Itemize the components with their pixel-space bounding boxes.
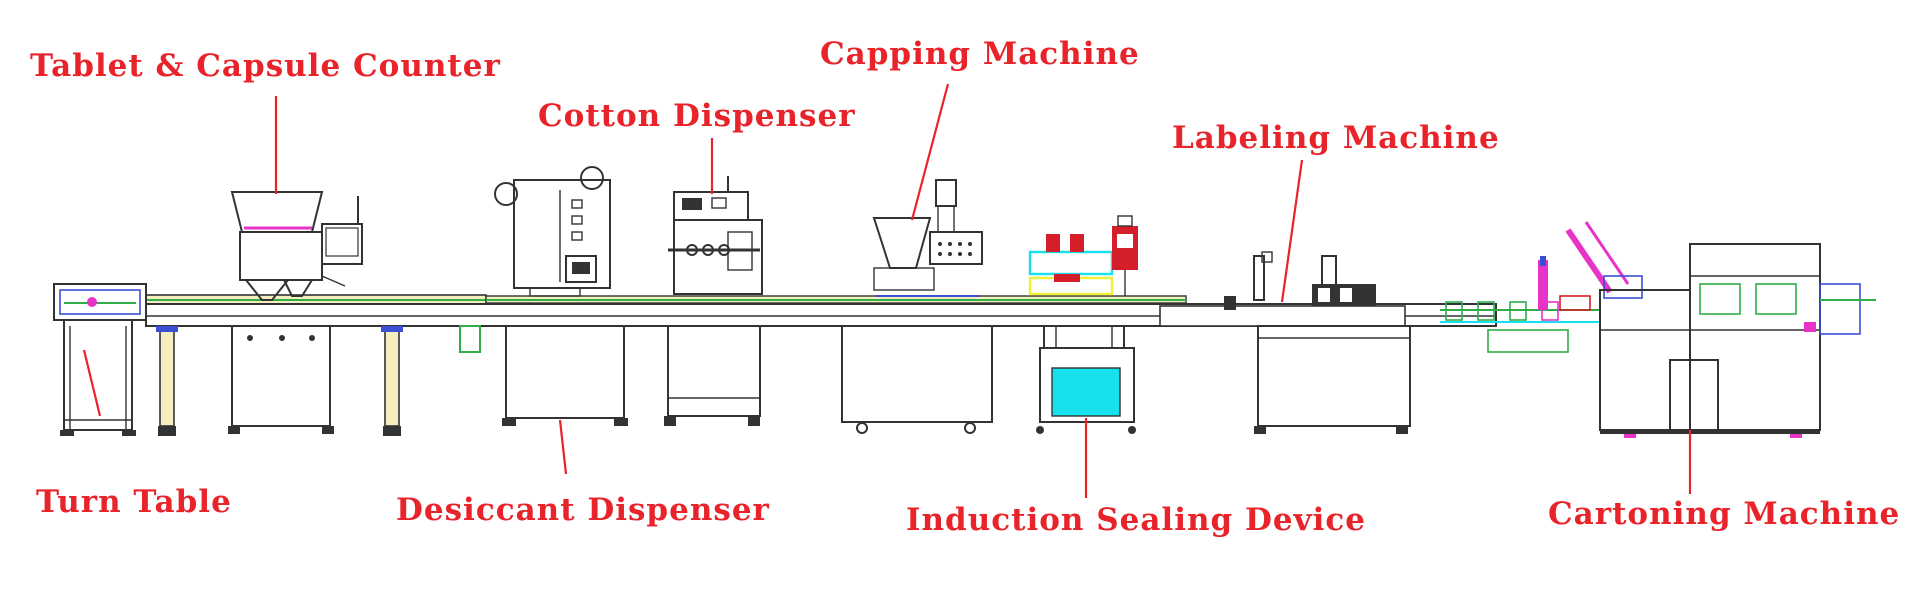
desiccant-dispenser-machine — [494, 166, 628, 426]
label-tablet-counter: Tablet & Capsule Counter — [30, 48, 501, 84]
cartoning-machine — [1440, 221, 1876, 438]
induction-sealing-device — [1028, 215, 1138, 434]
label-turn-table: Turn Table — [36, 484, 232, 520]
tablet-counter-machine — [228, 191, 363, 434]
turn-table-machine — [53, 283, 147, 436]
leader-capping — [910, 83, 950, 221]
labeling-machine — [1224, 251, 1411, 434]
conveyor-belt — [145, 294, 1497, 327]
label-desiccant: Desiccant Dispenser — [396, 492, 770, 528]
belt-support-legs — [156, 325, 481, 436]
leader-labeling — [1280, 159, 1304, 303]
label-labeling: Labeling Machine — [1172, 120, 1500, 156]
label-induction: Induction Sealing Device — [906, 502, 1366, 538]
capping-machine — [841, 179, 993, 434]
leader-turn-table — [82, 349, 102, 417]
label-cotton: Cotton Dispenser — [538, 98, 856, 134]
leader-desiccant — [558, 419, 568, 475]
leader-lines — [82, 83, 1692, 498]
label-cartoning: Cartoning Machine — [1548, 496, 1900, 532]
machine-labels: Tablet & Capsule Counter Capping Machine… — [30, 36, 1900, 538]
cotton-dispenser-machine — [664, 176, 763, 426]
label-capping: Capping Machine — [820, 36, 1140, 72]
